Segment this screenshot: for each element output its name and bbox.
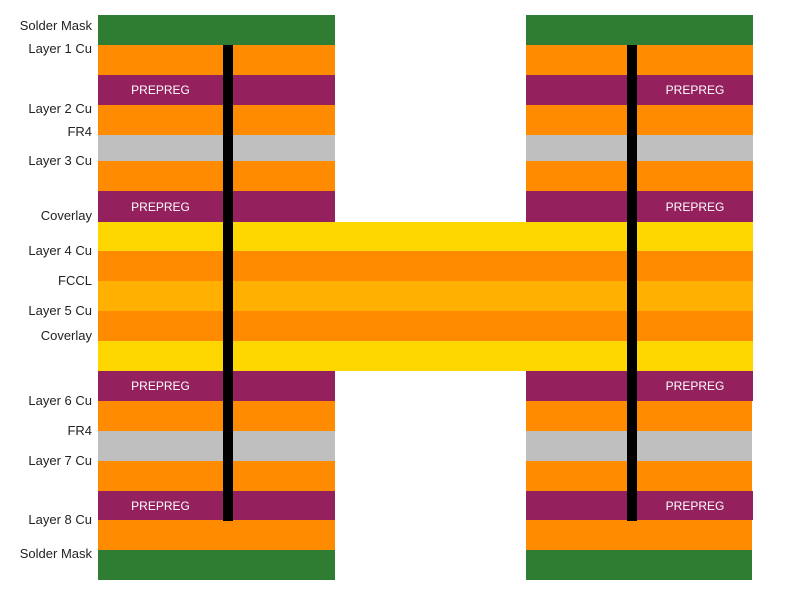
layer-label-layer-4-cu: Layer 4 Cu	[28, 243, 92, 258]
layer-label-fr4-bottom: FR4	[67, 423, 92, 438]
layer-label-layer-6-cu: Layer 6 Cu	[28, 393, 92, 408]
right-fr4-top	[526, 135, 753, 161]
layer-label-solder-mask-top: Solder Mask	[19, 18, 92, 33]
layer-label-coverlay-top: Coverlay	[40, 208, 92, 223]
prepreg-label: PREPREG	[665, 199, 725, 214]
layer-4-copper	[98, 251, 753, 281]
layer-label-fccl: FCCL	[58, 273, 92, 288]
left-layer-7-copper	[98, 461, 335, 491]
layer-label-layer-1-cu: Layer 1 Cu	[28, 41, 92, 56]
left-prepreg-4: PREPREG	[98, 491, 335, 520]
layer-label-layer-3-cu: Layer 3 Cu	[28, 153, 92, 168]
left-layer-6-copper	[98, 401, 335, 431]
left-layer-3-copper	[98, 161, 335, 191]
prepreg-label: PREPREG	[665, 83, 725, 97]
left-prepreg-1: PREPREG	[98, 75, 335, 105]
right-layer-6-copper	[526, 401, 752, 431]
layer-5-copper	[98, 311, 753, 341]
layer-label-layer-8-cu: Layer 8 Cu	[28, 512, 92, 527]
left-layer-8-copper	[98, 520, 335, 550]
right-layer-1-copper	[526, 45, 753, 75]
prepreg-label: PREPREG	[665, 498, 725, 513]
layer-label-fr4-top: FR4	[67, 124, 92, 139]
right-prepreg-4: PREPREG	[526, 491, 753, 520]
right-via	[627, 45, 637, 521]
coverlay-bottom	[98, 341, 753, 371]
layer-label-layer-5-cu: Layer 5 Cu	[28, 303, 92, 318]
left-solder-mask-top	[98, 15, 335, 45]
coverlay-top	[98, 222, 753, 251]
prepreg-label: PREPREG	[131, 199, 190, 214]
right-layer-8-copper	[526, 520, 752, 550]
left-solder-mask-bottom	[98, 550, 335, 580]
right-prepreg-2: PREPREG	[526, 191, 753, 222]
layer-label-coverlay-bottom: Coverlay	[40, 328, 92, 343]
left-layer-2-copper	[98, 105, 335, 135]
layer-label-layer-2-cu: Layer 2 Cu	[28, 101, 92, 116]
prepreg-label: PREPREG	[665, 379, 725, 393]
prepreg-label: PREPREG	[131, 498, 190, 513]
fccl-core	[98, 281, 753, 311]
layer-label-layer-7-cu: Layer 7 Cu	[28, 453, 92, 468]
right-solder-mask-top	[526, 15, 753, 45]
right-prepreg-1: PREPREG	[526, 75, 753, 105]
prepreg-label: PREPREG	[131, 379, 190, 393]
left-prepreg-2: PREPREG	[98, 191, 335, 222]
right-prepreg-3: PREPREG	[526, 371, 753, 401]
left-fr4-top	[98, 135, 335, 161]
left-prepreg-3: PREPREG	[98, 371, 335, 401]
left-layer-1-copper	[98, 45, 335, 75]
prepreg-label: PREPREG	[131, 83, 190, 97]
right-layer-3-copper	[526, 161, 753, 191]
right-solder-mask-bottom	[526, 550, 752, 580]
right-fr4-bottom	[526, 431, 752, 461]
right-layer-2-copper	[526, 105, 753, 135]
left-via	[223, 45, 233, 521]
layer-label-solder-mask-bottom: Solder Mask	[19, 546, 92, 561]
right-layer-7-copper	[526, 461, 752, 491]
left-fr4-bottom	[98, 431, 335, 461]
